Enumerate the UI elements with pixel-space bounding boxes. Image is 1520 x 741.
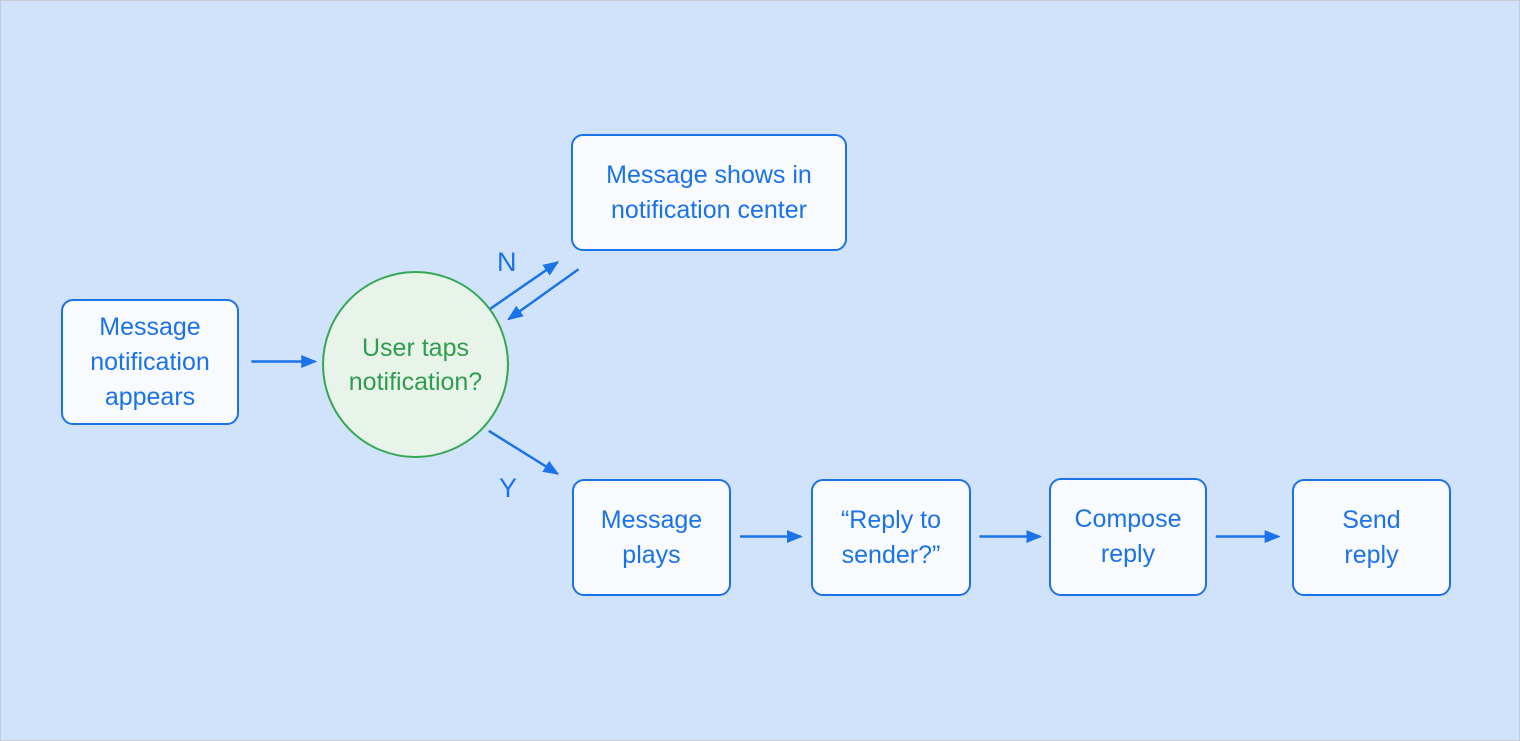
node-compose-reply: Compose reply: [1049, 478, 1207, 596]
node-reply-to-sender: “Reply to sender?”: [811, 479, 971, 596]
node-message-shows-in-notification-center: Message shows in notification center: [571, 134, 847, 251]
arrow-no-result-to-decision: [507, 268, 580, 321]
edge-label-yes: Y: [499, 473, 518, 503]
edge-label-no: N: [497, 247, 517, 277]
node-send-reply: Send reply: [1292, 479, 1451, 596]
arrow-decision-to-message-plays: [488, 429, 560, 475]
node-message-notification-appears: Message notification appears: [61, 299, 239, 425]
node-decision-user-taps-notification: User taps notification?: [322, 271, 509, 458]
node-message-plays: Message plays: [572, 479, 731, 596]
